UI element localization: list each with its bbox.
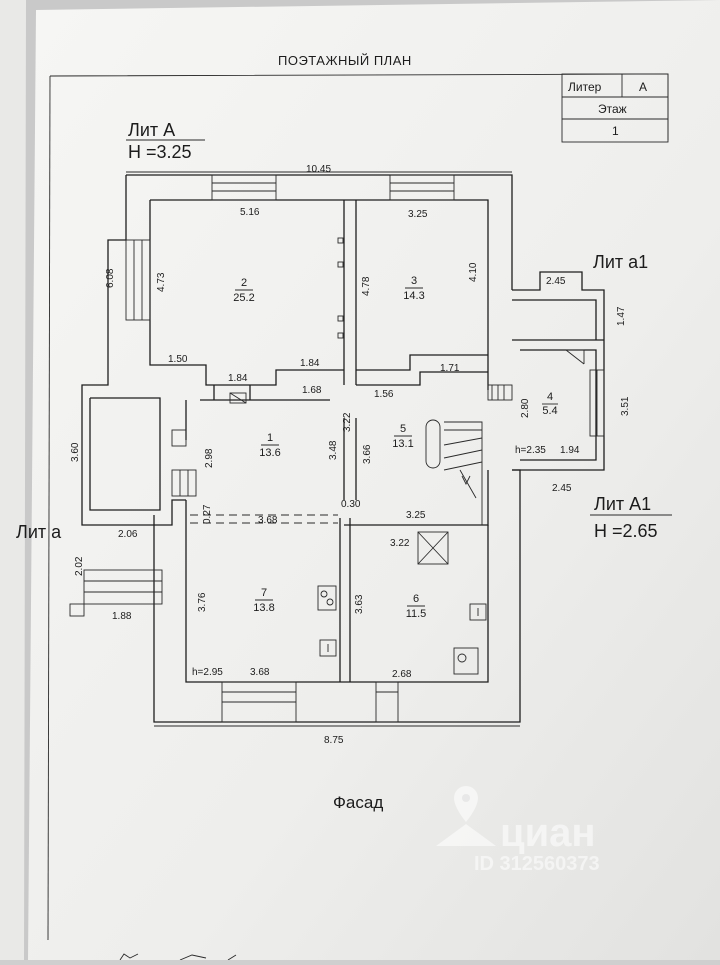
dim-a1-bottom: 2.45 [552,483,572,494]
cropped-footer-text [119,953,237,961]
watermark-id: ID 312560373 [474,853,600,875]
room-2-number: 2 [241,277,247,289]
room-labels: 1 13.6 2 25.2 3 14.3 4 5.4 5 13.1 6 11.5 [233,275,558,620]
dim-left-outer: 6.08 [105,268,116,288]
room-3-area: 14.3 [403,290,424,302]
room-7-label: 7 13.8 [253,587,274,614]
dim-corr-3-22: 3.22 [342,412,353,432]
room-5-area: 13.1 [392,438,413,450]
room-7-number: 7 [261,587,267,599]
dim-room2-top: 5.16 [240,207,260,218]
location-pin-icon [436,786,496,846]
dim-1-56: 1.56 [374,389,394,400]
dim-1-50: 1.50 [168,354,188,365]
dim-corr-3-66: 3.66 [362,444,373,464]
room-6-area: 11.5 [406,608,427,620]
room-4-number: 4 [547,391,553,403]
building-walls [94,174,521,723]
dim-3-68a: 3.68 [258,515,278,526]
room-4-label: 4 5.4 [542,391,558,417]
dim-1-68: 1.68 [302,385,322,396]
room-7-area: 13.8 [253,602,274,614]
dim-room4-height: 2.80 [520,398,531,418]
lit-a-label: Лит А [128,120,175,140]
lit-a1-height: Н =2.65 [594,521,658,541]
dim-1-94: 1.94 [560,445,580,456]
dim-a1-top: 2.45 [546,276,566,287]
dim-porch-width: 2.06 [118,529,138,540]
room-5-number: 5 [400,423,406,435]
staircase [425,419,483,525]
dim-h-2-95: h=2.95 [192,667,223,678]
dimension-labels: 10.45 5.16 3.25 6.08 4.73 4.78 4.10 1.50… [70,164,631,746]
dim-h-2-35: h=2.35 [515,445,546,456]
room-2-label: 2 25.2 [233,277,254,304]
room-6-label: 6 11.5 [406,593,427,620]
dim-room7-left: 3.76 [197,592,208,612]
dim-3-22b: 3.22 [390,538,410,549]
watermark: циан ID 312560373 [436,786,600,875]
lit-a1-label: Лит А1 [594,494,651,514]
room-2-area: 25.2 [233,292,254,304]
dim-top-total: 10.45 [306,164,331,175]
lit-a1-small-label: Лит а1 [593,252,648,272]
underlying-page-edge [0,0,26,960]
facade-caption: Фасад [333,793,383,812]
room-1-area: 13.6 [259,447,280,459]
dim-a1-side: 1.47 [616,306,627,326]
dim-stair-width: 1.88 [112,611,132,622]
lit-a-height: Н =3.25 [128,142,192,162]
dim-room6-left: 3.63 [354,594,365,614]
dim-1-84a: 1.84 [228,373,248,384]
dim-room1-mid: 3.48 [328,440,339,460]
dim-stair-height: 2.02 [74,556,85,576]
room-3-number: 3 [411,275,417,287]
annex-a1 [487,271,605,471]
room-1-number: 1 [267,432,273,444]
dim-corridor-height: 4.78 [361,276,372,296]
dim-bottom-total: 8.75 [324,735,344,746]
page-title: ПОЭТАЖНЫЙ ПЛАН [278,53,412,68]
room-4-area: 5.4 [542,405,557,417]
dim-room3-height: 4.10 [468,262,479,282]
dim-3-68b: 3.68 [250,667,270,678]
stamp-floor-value: 1 [612,124,619,138]
dim-2-68: 2.68 [392,669,412,680]
stamp-liter-value: А [639,80,647,94]
room-5-label: 5 13.1 [392,423,413,450]
watermark-brand: циан [500,811,596,855]
dim-porch-left: 3.60 [70,442,81,462]
paper-sheet [28,0,720,960]
dim-room1-left: 2.98 [204,448,215,468]
dim-3-25b: 3.25 [406,510,426,521]
dim-0-27: 0.27 [202,504,213,524]
fixtures [229,392,487,675]
lit-a-small-label: Лит а [16,522,62,542]
dim-0-30: 0.30 [341,499,361,510]
porch-a [69,384,197,617]
dim-1-84b: 1.84 [300,358,320,369]
stamp-table: Литер А Этаж 1 [561,73,669,143]
room-6-number: 6 [413,593,419,605]
stamp-floor-label: Этаж [598,102,627,116]
dim-1-71: 1.71 [440,363,460,374]
dim-room2-height: 4.73 [156,272,167,292]
stamp-liter-label: Литер [568,80,602,94]
dim-a1-right: 3.51 [620,396,631,416]
dim-room3-top: 3.25 [408,209,428,220]
room-3-label: 3 14.3 [403,275,424,302]
room-1-label: 1 13.6 [259,432,280,459]
